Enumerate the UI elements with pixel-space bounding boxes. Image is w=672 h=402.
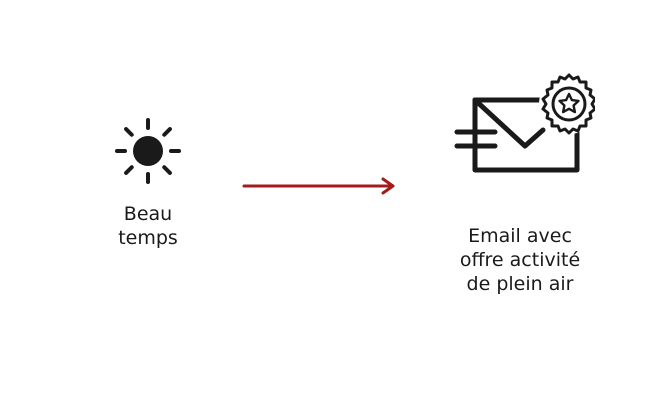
weather-node: Beau temps <box>88 112 208 250</box>
email-node: Email avec offre activité de plein air <box>430 70 610 296</box>
weather-label: Beau temps <box>118 203 178 249</box>
sun-icon <box>115 118 181 184</box>
envelope-badge-icon <box>454 73 595 173</box>
arrow-right-icon <box>242 177 395 195</box>
email-label: Email avec offre activité de plein air <box>459 225 581 295</box>
